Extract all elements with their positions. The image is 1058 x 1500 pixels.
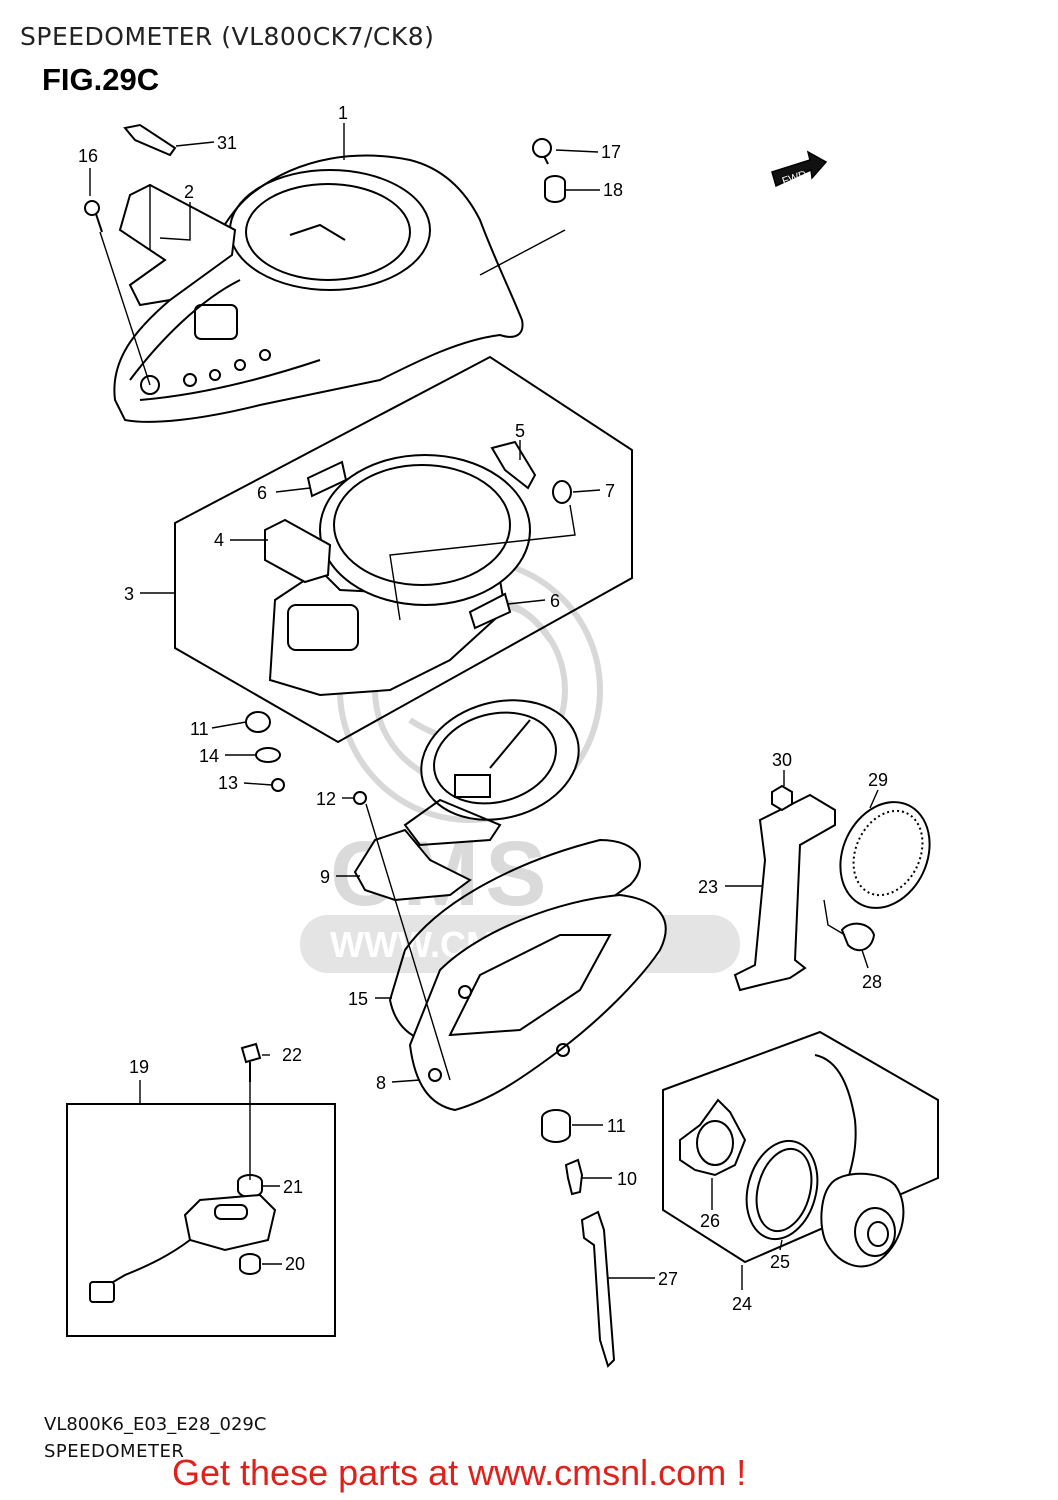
callout-21: 21 bbox=[283, 1177, 303, 1197]
callout-6-upper: 6 bbox=[257, 483, 267, 503]
promo-link[interactable]: Get these parts at www.cmsnl.com ! bbox=[172, 1452, 747, 1493]
callout-8: 8 bbox=[376, 1073, 386, 1093]
part-16-screw bbox=[84, 200, 103, 233]
callout-15: 15 bbox=[348, 989, 368, 1009]
callout-5: 5 bbox=[515, 421, 525, 441]
part-23-bracket bbox=[733, 793, 836, 992]
part-30-nut bbox=[771, 784, 793, 812]
part-21-collar bbox=[237, 1174, 263, 1198]
callout-14: 14 bbox=[199, 746, 219, 766]
part-20-collar bbox=[239, 1253, 261, 1275]
callout-25: 25 bbox=[770, 1252, 790, 1272]
part-2-bracket bbox=[118, 183, 237, 307]
callout-28: 28 bbox=[862, 972, 882, 992]
callout-27: 27 bbox=[658, 1269, 678, 1289]
callout-26: 26 bbox=[700, 1211, 720, 1231]
part-3-meter-housing bbox=[268, 454, 531, 697]
callout-10: 10 bbox=[617, 1169, 637, 1189]
part-11-grommet-lower bbox=[541, 1109, 571, 1143]
part-4-cushion bbox=[264, 518, 332, 584]
part-19-sensor-module bbox=[89, 1193, 277, 1303]
callout-22: 22 bbox=[282, 1045, 302, 1065]
part-17-bolt bbox=[532, 138, 552, 165]
callout-7: 7 bbox=[605, 481, 615, 501]
part-8-meter-case bbox=[408, 893, 667, 1112]
part-29-reflector bbox=[839, 801, 931, 909]
part-7-cushion bbox=[552, 480, 572, 504]
part-11-grommet-upper bbox=[245, 711, 271, 733]
speed-sensor bbox=[814, 1054, 905, 1268]
part-9-plate bbox=[353, 828, 472, 902]
page-title: SPEEDOMETER (VL800CK7/CK8) bbox=[20, 22, 435, 51]
callout-numbers: 1 2 3 4 5 6 6 7 8 9 10 11 11 12 13 14 15… bbox=[78, 103, 888, 1314]
callout-11-upper: 11 bbox=[190, 719, 209, 739]
part-13-screw bbox=[271, 778, 285, 792]
callout-13: 13 bbox=[218, 773, 238, 793]
callout-11-lower: 11 bbox=[607, 1116, 626, 1136]
callout-30: 30 bbox=[772, 750, 792, 770]
callout-16: 16 bbox=[78, 146, 98, 166]
callout-19: 19 bbox=[129, 1057, 149, 1077]
part-26-flange bbox=[679, 1098, 747, 1177]
part-24-group-box bbox=[662, 1030, 939, 1264]
callout-12: 12 bbox=[316, 789, 336, 809]
part-18-collar bbox=[544, 175, 566, 203]
part-28-clamp bbox=[840, 922, 876, 952]
callout-31: 31 bbox=[217, 133, 237, 153]
part-22-bolt bbox=[240, 1042, 262, 1082]
part-14-washer bbox=[255, 747, 281, 763]
callout-9: 9 bbox=[320, 867, 330, 887]
part-27-cable-tie bbox=[580, 1210, 616, 1368]
leader-lines bbox=[89, 123, 879, 1290]
callout-24: 24 bbox=[732, 1294, 752, 1314]
part-6-cushion-lower bbox=[468, 592, 512, 630]
speedometer-gauge bbox=[403, 699, 580, 847]
part-19-group-box bbox=[66, 1103, 336, 1337]
callout-29: 29 bbox=[868, 770, 888, 790]
callout-4: 4 bbox=[214, 530, 224, 550]
callout-1: 1 bbox=[338, 103, 348, 123]
part-5-cushion bbox=[490, 440, 537, 490]
part-25-o-ring bbox=[745, 1139, 819, 1241]
callout-2: 2 bbox=[184, 182, 194, 202]
callout-17: 17 bbox=[601, 142, 621, 162]
part-6-cushion-upper bbox=[306, 460, 348, 498]
part-31-clip bbox=[123, 123, 177, 157]
fwd-arrow-icon: FWD bbox=[771, 150, 828, 188]
callout-6-lower: 6 bbox=[550, 591, 560, 611]
figure-number: FIG.29C bbox=[42, 62, 160, 97]
callout-18: 18 bbox=[603, 180, 623, 200]
diagram-name: SPEEDOMETER bbox=[44, 1441, 185, 1462]
part-12-screw bbox=[353, 791, 367, 805]
diagram-code: VL800K6_E03_E28_029C bbox=[44, 1414, 267, 1435]
callout-23: 23 bbox=[698, 877, 718, 897]
callout-3: 3 bbox=[124, 584, 134, 604]
callout-20: 20 bbox=[285, 1254, 305, 1274]
part-3-group-box bbox=[174, 355, 633, 744]
part-10-bolt bbox=[564, 1158, 584, 1196]
